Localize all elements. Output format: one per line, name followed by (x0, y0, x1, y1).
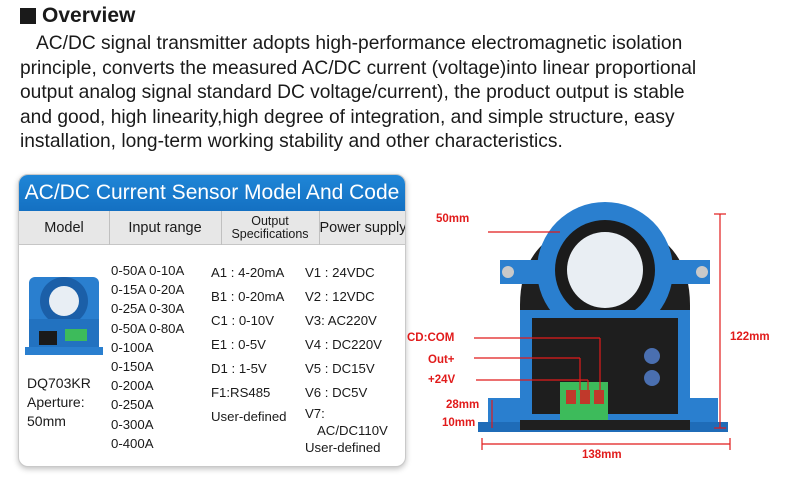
column-header-output-line2: Specifications (231, 227, 309, 241)
wire-24v-label: +24V (428, 374, 456, 386)
table-column-headers: Model Input range Output Specifications … (19, 211, 405, 245)
list-item: V7: (305, 406, 325, 421)
list-item: V6 : DC5V (305, 385, 368, 400)
paragraph-line: output analog signal standard DC voltage… (20, 82, 685, 103)
list-item: 0-15A 0-20A (111, 282, 185, 298)
list-item: User-defined (305, 440, 381, 455)
list-item: 0-300A (111, 416, 154, 432)
heading-square-icon (20, 8, 36, 24)
list-item: 0-25A 0-30A (111, 301, 185, 317)
column-header-model: Model (44, 220, 84, 236)
input-range-list: 0-50A 0-10A 0-15A 0-20A 0-25A 0-30A 0-50… (111, 261, 184, 453)
list-item: 0-200A (111, 378, 154, 394)
dimension-lines (474, 213, 731, 450)
sensor-product-image (25, 277, 103, 355)
aperture-value: 50mm (27, 413, 66, 430)
wire-out-label: Out+ (428, 354, 455, 366)
list-item: 0-50A 0-80A (111, 320, 185, 336)
list-item: 0-50A 0-10A (111, 263, 185, 278)
list-item: V2 : 12VDC (305, 289, 375, 304)
model-info: DQ703KR Aperture: 50mm (27, 375, 91, 433)
table-title: AC/DC Current Sensor Model And Code (19, 175, 405, 211)
list-item: V4 : DC220V (305, 337, 382, 352)
column-header-output: Output Specifications (221, 211, 319, 245)
list-item: V3: AC220V (305, 313, 377, 328)
section-heading: Overview (20, 4, 135, 28)
dim-width-label: 138mm (582, 449, 622, 461)
pot-icon (644, 348, 660, 364)
list-item: C1 : 0-10V (211, 313, 275, 328)
dim-height-label: 122mm (730, 331, 770, 343)
dim-aperture-label: 50mm (436, 213, 470, 225)
list-item: User-defined (211, 409, 287, 424)
dim-28-label: 28mm (446, 399, 480, 411)
column-divider (109, 211, 110, 245)
list-item: B1 : 0-20mA (211, 289, 285, 304)
column-divider (319, 211, 320, 245)
aperture-label: Aperture: (27, 394, 85, 411)
dim-10-label: 10mm (442, 417, 476, 429)
paragraph-line: and good, high linearity,high degree of … (20, 106, 675, 128)
list-item: D1 : 1-5V (211, 361, 267, 376)
heading-title: Overview (42, 4, 136, 27)
list-item: F1:RS485 (211, 385, 271, 400)
list-item: 0-100A (111, 339, 154, 355)
power-supply-list: V1 : 24VDC V2 : 12VDC V3: AC220V V4 : DC… (305, 261, 388, 457)
column-header-power: Power supply (319, 220, 406, 236)
list-item: V1 : 24VDC (305, 265, 375, 280)
list-item: A1 : 4-20mA (211, 265, 285, 280)
paragraph-line: AC/DC signal transmitter adopts high-per… (36, 33, 683, 54)
paragraph-line: installation, long-term working stabilit… (20, 131, 563, 152)
column-header-input: Input range (128, 220, 202, 236)
column-header-output-line1: Output (251, 214, 289, 228)
list-item: E1 : 0-5V (211, 337, 266, 352)
wire-com-label: CD:COM (407, 332, 455, 344)
list-item: 0-250A (111, 397, 154, 413)
list-item: 0-400A (111, 435, 154, 451)
list-item: AC/DC110V (317, 423, 388, 438)
output-spec-list: A1 : 4-20mA B1 : 0-20mA C1 : 0-10V E1 : … (211, 261, 287, 429)
list-item: V5 : DC15V (305, 361, 375, 376)
model-name: DQ703KR (27, 375, 91, 391)
pot-icon (644, 370, 660, 386)
column-divider (221, 211, 222, 245)
aperture (567, 232, 643, 308)
list-item: 0-150A (111, 358, 154, 374)
sensor-dimension-diagram (474, 202, 731, 450)
paragraph-line: principle, converts the measured AC/DC c… (20, 57, 697, 79)
model-code-table: AC/DC Current Sensor Model And Code Mode… (18, 174, 406, 467)
overview-paragraph: AC/DC signal transmitter adopts high-per… (20, 32, 788, 155)
